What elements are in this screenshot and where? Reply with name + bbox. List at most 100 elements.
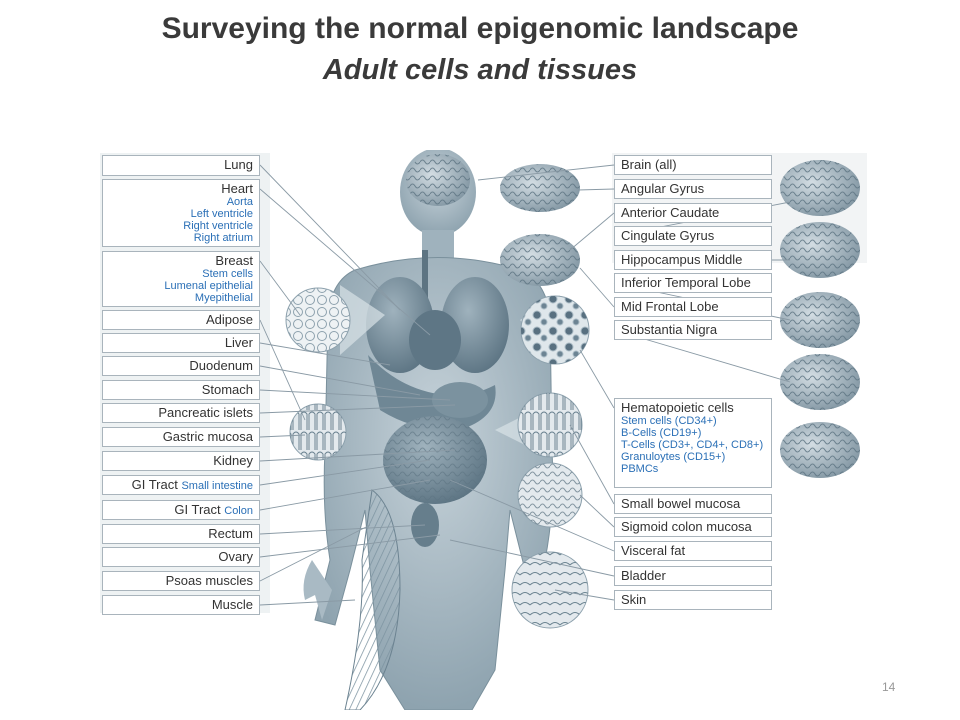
label-text-brain-all: Brain (all) xyxy=(621,157,677,172)
label-sub-left-ventricle: Left ventricle xyxy=(190,208,253,220)
label-box-anterior-caudate: Anterior Caudate xyxy=(614,203,772,223)
label-box-psoas-muscles: Psoas muscles xyxy=(102,571,260,591)
label-text-liver: Liver xyxy=(224,335,253,350)
leader-line-right xyxy=(579,494,615,528)
label-box-liver: Liver xyxy=(102,333,260,353)
leader-line-left xyxy=(259,524,426,535)
label-box-small-bowel-mucosa: Small bowel mucosa xyxy=(614,494,772,514)
label-text-gastric-mucosa: Gastric mucosa xyxy=(162,429,253,444)
brain-section-icon xyxy=(780,292,860,348)
anatomy-figure xyxy=(100,148,870,711)
leader-line-left xyxy=(259,524,371,582)
leader-line-right xyxy=(569,424,615,505)
label-text-hematopoietic-cells: Hematopoietic cells xyxy=(621,400,734,415)
leader-line-left xyxy=(259,599,356,606)
label-sub-granuloytes-cd15: Granuloytes (CD15+) xyxy=(621,451,726,463)
label-box-gi-tract-small-intestine: GI Tract Small intestine xyxy=(102,475,260,495)
label-box-lung: Lung xyxy=(102,155,260,176)
leader-line-left xyxy=(259,389,451,401)
leader-line-left xyxy=(259,459,431,486)
muscle-illustration xyxy=(344,489,401,711)
label-box-visceral-fat: Visceral fat xyxy=(614,541,772,561)
label-text-skin: Skin xyxy=(621,592,647,607)
label-sub-pbmcs: PBMCs xyxy=(621,463,659,475)
label-sub-stem-cells-cd34: Stem cells (CD34+) xyxy=(621,415,717,427)
label-sub-myepithelial: Myepithelial xyxy=(194,292,253,304)
label-text-inferior-temporal-lobe: Inferior Temporal Lobe xyxy=(621,275,751,290)
brain-section-icon xyxy=(780,354,860,410)
label-box-bladder: Bladder xyxy=(614,566,772,586)
label-text-mid-frontal-lobe: Mid Frontal Lobe xyxy=(621,299,719,314)
label-text-ovary: Ovary xyxy=(218,549,253,564)
slide-title: Surveying the normal epigenomic landscap… xyxy=(161,12,799,45)
label-box-pancreatic-islets: Pancreatic islets xyxy=(102,403,260,423)
label-box-muscle: Muscle xyxy=(102,595,260,615)
leader-line-left xyxy=(259,365,421,396)
label-text-gi-tract-small-intestine: GI Tract xyxy=(131,477,178,492)
label-box-stomach: Stomach xyxy=(102,380,260,400)
label-box-ovary: Ovary xyxy=(102,547,260,567)
label-sub-right-ventricle: Right ventricle xyxy=(183,220,253,232)
label-text-lung: Lung xyxy=(224,157,253,172)
leader-line-right xyxy=(554,589,615,601)
leader-line-left xyxy=(259,404,456,414)
leader-line-left xyxy=(259,342,391,366)
label-box-sigmoid-colon-mucosa: Sigmoid colon mucosa xyxy=(614,517,772,537)
label-text-duodenum: Duodenum xyxy=(189,358,253,373)
leader-line-right xyxy=(579,349,615,409)
zoom-circles xyxy=(285,285,590,629)
label-text-rectum: Rectum xyxy=(208,526,253,541)
internal-organs xyxy=(366,250,509,547)
label-box-adipose: Adipose xyxy=(102,310,260,330)
label-box-substantia-nigra: Substantia Nigra xyxy=(614,320,772,340)
label-sub-gi-tract-colon: Colon xyxy=(224,505,253,517)
brain-section-icon xyxy=(780,422,860,478)
leader-line-right xyxy=(569,212,615,251)
leader-line-left xyxy=(259,188,431,336)
label-box-mid-frontal-lobe: Mid Frontal Lobe xyxy=(614,297,772,317)
label-text-small-bowel-mucosa: Small bowel mucosa xyxy=(621,496,741,511)
leader-line-left xyxy=(259,164,401,311)
label-box-cingulate-gyrus: Cingulate Gyrus xyxy=(614,226,772,246)
label-text-bladder: Bladder xyxy=(621,568,666,583)
label-text-psoas-muscles: Psoas muscles xyxy=(165,573,253,588)
label-box-gi-tract-colon: GI Tract Colon xyxy=(102,500,260,520)
label-box-hippocampus-middle: Hippocampus Middle xyxy=(614,250,772,270)
label-box-kidney: Kidney xyxy=(102,451,260,471)
label-text-stomach: Stomach xyxy=(201,382,253,397)
label-box-rectum: Rectum xyxy=(102,524,260,544)
label-sub-stem-cells: Stem cells xyxy=(202,268,253,280)
label-box-brain-all: Brain (all) xyxy=(614,155,772,175)
brain-illustrations-right xyxy=(780,160,860,478)
brain-illustrations-center xyxy=(500,164,580,286)
label-text-pancreatic-islets: Pancreatic islets xyxy=(158,405,253,420)
label-box-skin: Skin xyxy=(614,590,772,610)
leader-line-right xyxy=(449,479,615,552)
brain-section-icon xyxy=(780,160,860,216)
label-text-breast: Breast xyxy=(215,253,253,268)
label-box-angular-gyrus: Angular Gyrus xyxy=(614,179,772,199)
label-box-inferior-temporal-lobe: Inferior Temporal Lobe xyxy=(614,273,772,293)
label-text-adipose: Adipose xyxy=(206,312,253,327)
label-sub-b-cells-cd19: B-Cells (CD19+) xyxy=(621,427,702,439)
label-sub-t-cells-cd3-cd4-cd8: T-Cells (CD3+, CD4+, CD8+) xyxy=(621,439,764,451)
label-text-sigmoid-colon-mucosa: Sigmoid colon mucosa xyxy=(621,519,752,534)
leader-line-right xyxy=(577,188,615,191)
label-text-muscle: Muscle xyxy=(211,597,253,612)
label-text-gi-tract-colon: GI Tract xyxy=(174,502,221,517)
label-box-duodenum: Duodenum xyxy=(102,356,260,376)
label-text-substantia-nigra: Substantia Nigra xyxy=(621,322,718,337)
label-text-angular-gyrus: Angular Gyrus xyxy=(621,181,705,196)
label-text-anterior-caudate: Anterior Caudate xyxy=(621,205,720,220)
leader-line-left xyxy=(259,434,306,438)
leader-line-right xyxy=(477,164,615,181)
label-box-gastric-mucosa: Gastric mucosa xyxy=(102,427,260,447)
leader-line-right xyxy=(449,539,615,577)
leader-line-left xyxy=(259,449,456,462)
page-number: 14 xyxy=(882,680,896,694)
label-sub-aorta: Aorta xyxy=(226,196,253,208)
label-sub-lumenal-epithelial: Lumenal epithelial xyxy=(164,280,253,292)
